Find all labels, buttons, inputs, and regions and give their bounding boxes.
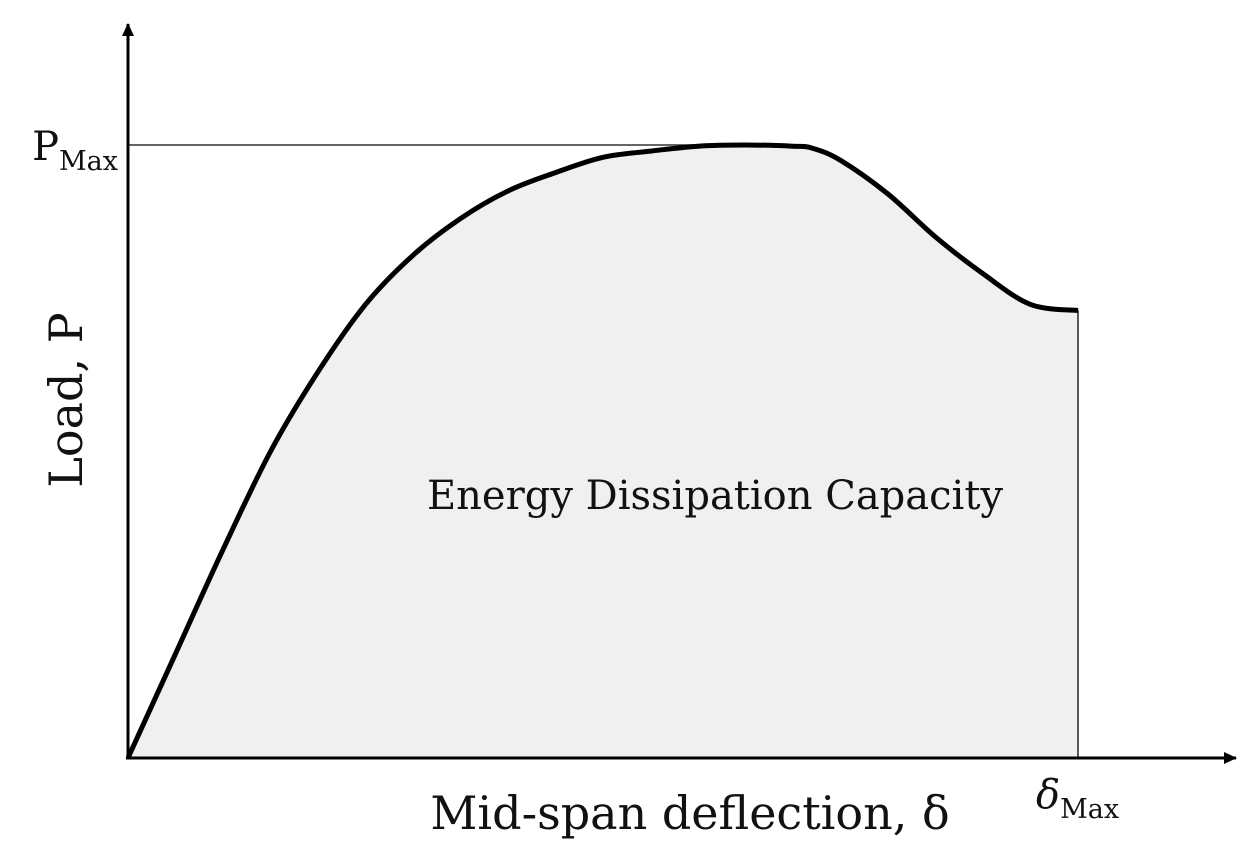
delta-max-label: δMax bbox=[1036, 772, 1119, 825]
p-max-label: PMax bbox=[32, 124, 118, 177]
energy-area bbox=[128, 145, 1078, 758]
load-deflection-curve bbox=[125, 142, 1079, 760]
y-axis-label: Load, P bbox=[39, 312, 93, 487]
x-axis-label: Mid-span deflection, δ bbox=[430, 786, 949, 840]
area-label: Energy Dissipation Capacity bbox=[427, 473, 1003, 519]
